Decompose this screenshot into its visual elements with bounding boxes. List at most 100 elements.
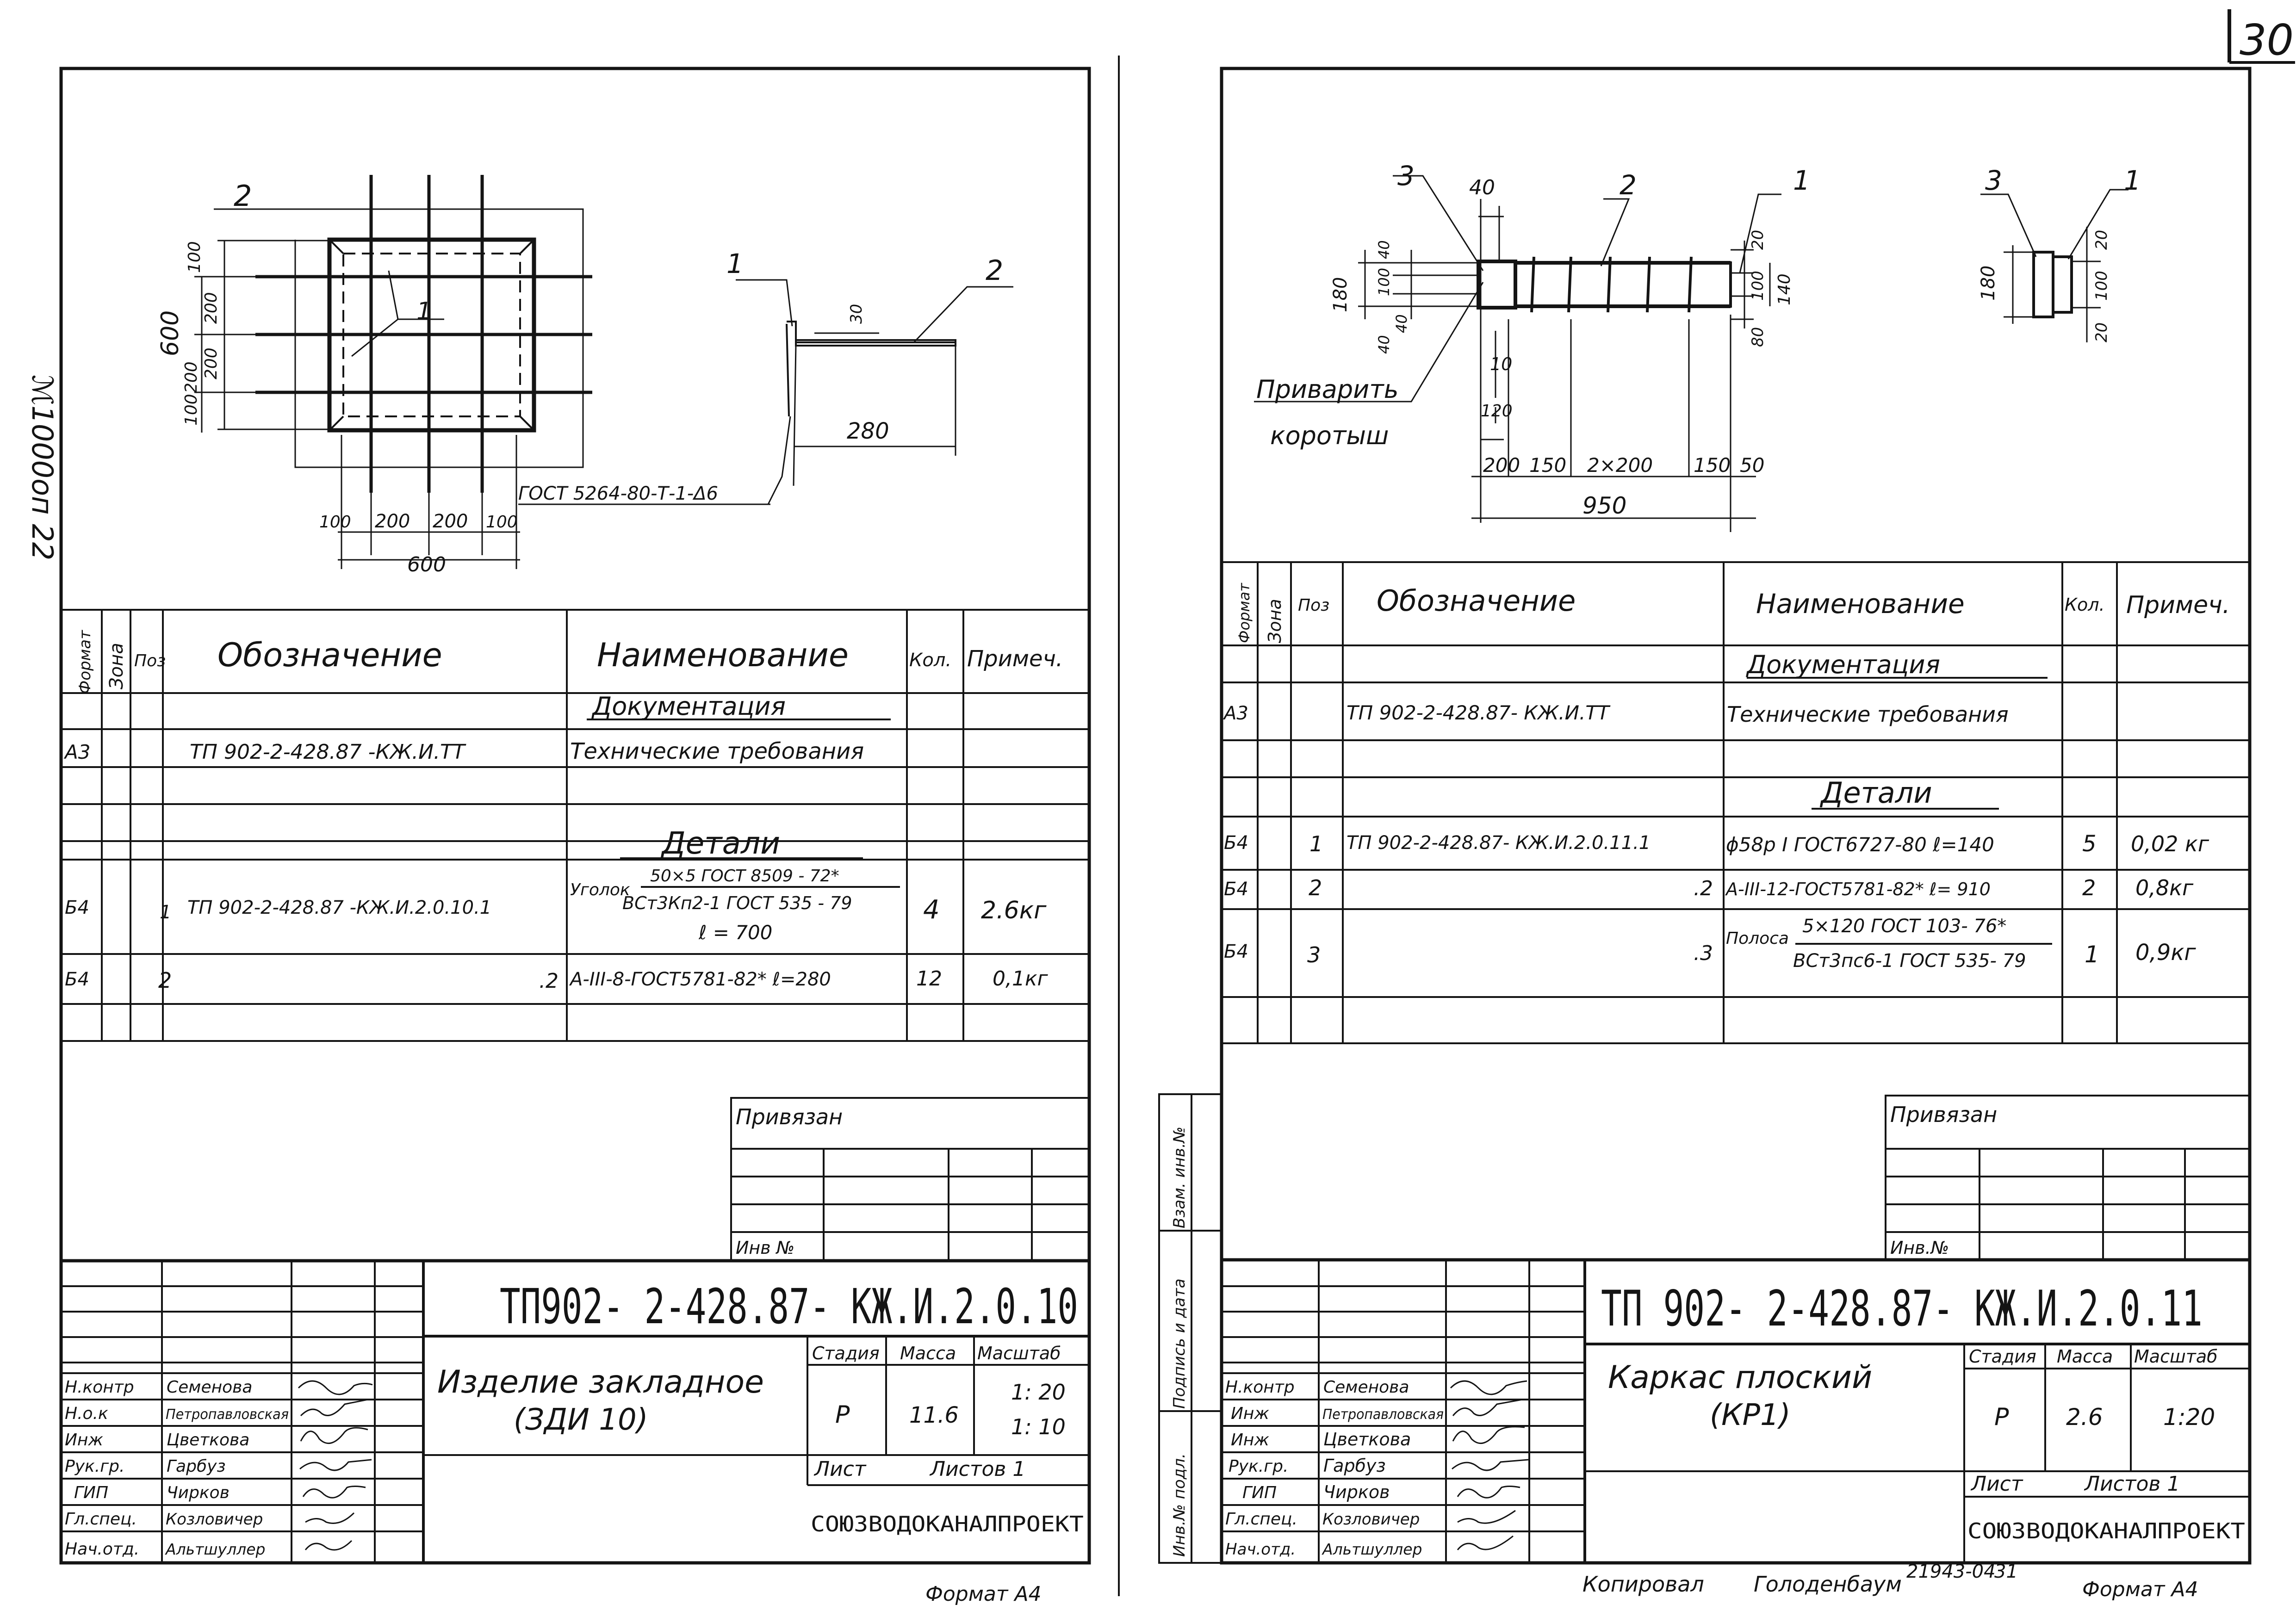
right-name-3: Гарбуз <box>1323 1456 1386 1476</box>
r-hdr-pos: Поз <box>1298 596 1329 615</box>
short-pipe <box>1477 260 1517 310</box>
margin-note: ℳ1000оп 22 <box>25 375 59 560</box>
r-section-documentation: Документация <box>1746 650 1940 679</box>
left-role-5: Гл.спец. <box>65 1510 137 1529</box>
left-role-1: Н.о.к <box>65 1404 108 1423</box>
hdr-designation: Обозначение <box>217 636 442 674</box>
right-weld-note-1: Приварить <box>1256 375 1399 404</box>
dim-bottom-100-b: 100 <box>486 513 518 532</box>
right-plan-dim-40a: 40 <box>1375 240 1393 259</box>
r2-name-b: 50×5 ГОСТ 8509 - 72* <box>650 867 839 886</box>
right-role-2: Инж <box>1231 1431 1269 1450</box>
r2-designation: ТП 902-2-428.87 -КЖ.И.2.0.10.1 <box>187 897 491 918</box>
section-callout-2: 2 <box>986 254 1003 287</box>
right-dim-200: 200 <box>1483 454 1520 477</box>
r1-format: А3 <box>63 741 90 763</box>
left-stage-value: Р <box>835 1401 850 1429</box>
left-inv-label: Инв № <box>736 1238 794 1258</box>
left-name-2: Цветкова <box>167 1431 249 1450</box>
r3-name: А-III-8-ГОСТ5781-82* ℓ=280 <box>569 969 831 990</box>
r-r3-designation: .2 <box>1694 877 1713 900</box>
r-r2-designation: ТП 902-2-428.87- КЖ.И.2.0.11.1 <box>1347 832 1651 854</box>
dim-bottom-100-a: 100 <box>319 513 351 532</box>
left-title-block <box>61 1259 1089 1563</box>
right-plan-dim-40: 40 <box>1469 176 1495 199</box>
r-r1-name: Технические требования <box>1727 702 2009 727</box>
right-plan-dim-140: 140 <box>1775 273 1794 305</box>
right-mass-header: Масса <box>2057 1346 2113 1367</box>
dim-bottom-200-b: 200 <box>433 511 468 532</box>
right-role-1: Инж <box>1231 1404 1269 1423</box>
right-inv-label: Инв.№ <box>1890 1238 1949 1258</box>
right-plan-view: 3 40 2 1 180 40 100 40 40 20 100 80 140 … <box>1254 160 1810 532</box>
end-callout-3: 3 <box>1985 165 2002 196</box>
dim-200-left: 200 <box>182 361 201 393</box>
r-r2-qty: 5 <box>2082 831 2097 857</box>
right-signature-marks <box>1450 1380 1529 1550</box>
left-name-3: Гарбуз <box>167 1457 226 1476</box>
copied-label: Копировал <box>1582 1572 1704 1597</box>
r-r3-format: Б4 <box>1224 879 1248 900</box>
right-signatories: Н.контр Инж Инж Рук.гр. ГИП Гл.спец. Нач… <box>1225 1378 1444 1559</box>
dim-100-left: 100 <box>182 394 201 426</box>
right-name-0: Семенова <box>1323 1378 1409 1397</box>
r2-name-d: ℓ = 700 <box>698 921 772 944</box>
end-callout-1: 1 <box>2124 165 2141 196</box>
hdr-name: Наименование <box>597 636 849 674</box>
left-plan-callout-2: 2 <box>234 179 252 213</box>
dim-200-b: 200 <box>202 347 221 379</box>
dim-600-vertical: 600 <box>156 310 184 356</box>
right-plan-dim-100b: 100 <box>1749 271 1767 301</box>
left-spec-table: Формат Зона Поз Обозначение Наименование… <box>61 609 1089 1042</box>
right-side-strip <box>1158 1093 1222 1564</box>
left-role-4: ГИП <box>74 1483 108 1502</box>
right-plan-callout-1: 1 <box>1793 165 1810 196</box>
r-hdr-name: Наименование <box>1756 588 1965 619</box>
left-section-view: 1 2 30 280 ГОСТ 5264-80-Т-1-Δ6 <box>518 248 1013 505</box>
r-r2-note: 0,02 кг <box>2131 831 2209 856</box>
r-r3-qty: 2 <box>2082 875 2096 900</box>
r-hdr-qty: Кол. <box>2065 595 2105 615</box>
side-label-sign-date: Подпись и дата <box>1170 1278 1189 1409</box>
right-plan-dim-120: 120 <box>1481 402 1513 421</box>
r-hdr-format: Формат <box>1235 582 1253 643</box>
left-role-0: Н.контр <box>65 1378 134 1397</box>
right-plan-dim-20: 20 <box>1749 230 1767 250</box>
copied-name: Голоденбаум <box>1754 1572 1902 1597</box>
copy-footer: Копировал Голоденбаум 21943-04 31 <box>1582 1561 2018 1597</box>
right-role-3: Рук.гр. <box>1229 1457 1288 1476</box>
r3-note: 0,1кг <box>993 967 1049 991</box>
section-callout-1: 1 <box>726 248 744 279</box>
right-dim-150a: 150 <box>1529 454 1566 477</box>
left-signature-marks <box>298 1380 373 1551</box>
right-role-5: Гл.спец. <box>1225 1510 1297 1529</box>
section-dim-30: 30 <box>847 304 866 324</box>
right-scale-value: 1:20 <box>2163 1404 2215 1431</box>
r-r1-format: А3 <box>1222 703 1248 724</box>
hdr-note: Примеч. <box>967 646 1063 672</box>
left-format-label: Формат А4 <box>925 1582 1042 1606</box>
side-label-swap-inv: Взам. инв.№ <box>1170 1127 1189 1228</box>
r-hdr-zone: Зона <box>1265 599 1285 643</box>
left-mass-value: 11.6 <box>909 1402 959 1428</box>
left-role-3: Рук.гр. <box>65 1457 124 1476</box>
right-org: СОЮЗВОДОКАНАЛПРОЕКТ <box>1967 1518 2245 1543</box>
r-r3-name: А-III-12-ГОСТ5781-82* ℓ= 910 <box>1725 879 1991 899</box>
right-name-6: Альтшуллер <box>1322 1540 1422 1558</box>
right-spec-table: Формат Зона Поз Обозначение Наименование… <box>1222 561 2250 1044</box>
left-bound-block <box>730 1097 1090 1262</box>
left-sheet-label: Лист <box>813 1457 867 1481</box>
r-r4-note: 0,9кг <box>2135 940 2196 966</box>
left-name-6: Альтшуллер <box>165 1540 266 1558</box>
right-dim-950: 950 <box>1582 492 1626 519</box>
right-role-0: Н.контр <box>1225 1378 1295 1397</box>
page-number-box: 30 <box>2228 9 2295 65</box>
footer-code: 21943-04 <box>1906 1561 1996 1582</box>
r-r4-name-a: Полоса <box>1726 929 1789 948</box>
right-title-block <box>1222 1258 2250 1563</box>
end-dim-20a: 20 <box>2092 230 2111 250</box>
r-r4-designation: .3 <box>1694 942 1713 965</box>
dim-200-a: 200 <box>202 292 221 324</box>
right-dim-50: 50 <box>1740 454 1764 477</box>
end-dim-100: 100 <box>2092 271 2111 301</box>
